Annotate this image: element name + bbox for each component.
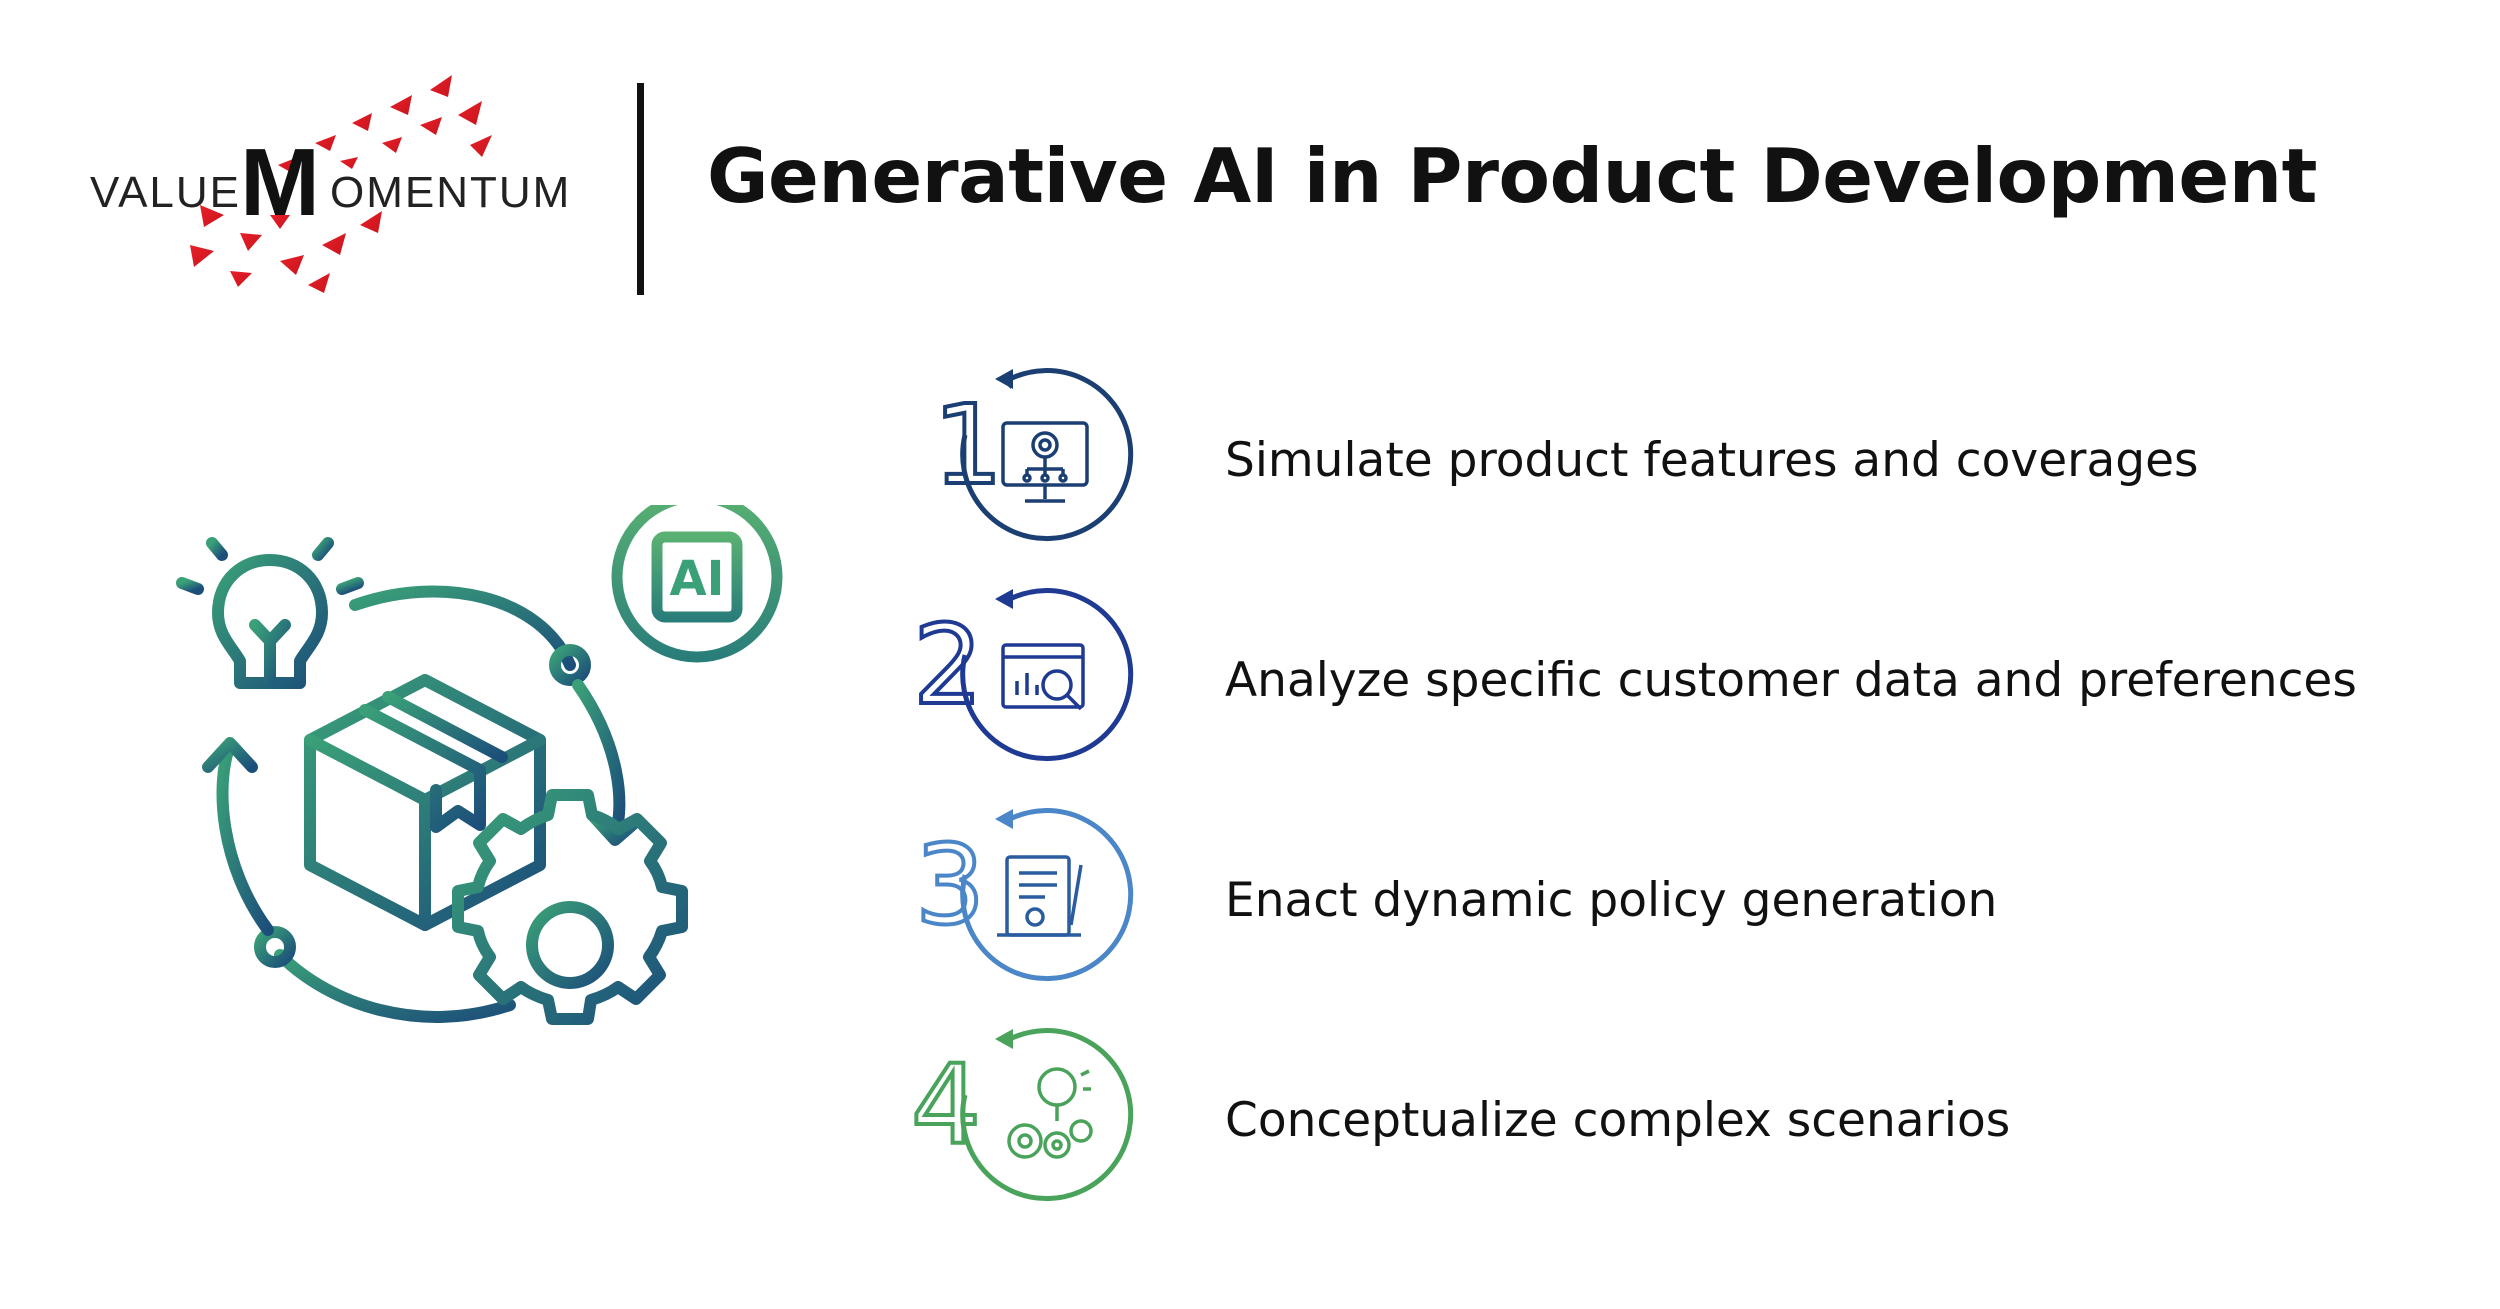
- step-2: 2 Analyze specific customer data and pre…: [895, 585, 2357, 775]
- step-3-badge: 3: [913, 808, 1134, 982]
- step-2-label: Analyze specific customer data and prefe…: [1225, 653, 2357, 708]
- valuemomentum-logo: VALUE M OMENTUM: [90, 75, 571, 293]
- step-3: 3 Enact dynamic policy generation: [895, 805, 2355, 995]
- step-1-badge: 1: [931, 368, 1134, 542]
- idea-gears-icon: [1007, 1067, 1093, 1159]
- step-2-badge: 2: [911, 588, 1134, 762]
- step-1-number: 1: [933, 381, 1003, 509]
- page-title: Generative AI in Product Development: [707, 132, 2318, 220]
- analytics-search-icon: [1001, 643, 1085, 711]
- product-cycle-illustration: AI: [176, 505, 783, 1025]
- gear-icon: [452, 789, 688, 1025]
- lightbulb-icon: [176, 509, 364, 723]
- logo-text-omentum: OMENTUM: [330, 168, 571, 217]
- step-2-number: 2: [913, 601, 983, 729]
- logo-swirl: [190, 75, 492, 293]
- step-3-label: Enact dynamic policy generation: [1225, 873, 1998, 928]
- box-icon: [304, 674, 546, 931]
- logo-text-m: M: [240, 129, 320, 236]
- monitor-gear-network-icon: [1001, 421, 1089, 503]
- header-divider: [637, 83, 644, 295]
- step-3-number: 3: [915, 821, 985, 949]
- step-1: 1 Simulate product features and coverage…: [895, 365, 2355, 555]
- step-4-number: 4: [911, 1041, 981, 1169]
- step-4-label: Conceptualize complex scenarios: [1225, 1093, 2011, 1148]
- policy-document-icon: [997, 855, 1083, 937]
- step-4: 4 Conceptualize complex scenarios: [895, 1025, 2355, 1215]
- ai-chip-icon: [611, 505, 783, 663]
- step-4-badge: 4: [909, 1028, 1134, 1202]
- step-1-label: Simulate product features and coverages: [1225, 433, 2199, 488]
- logo-text-value: VALUE: [90, 168, 241, 217]
- ai-chip-label: AI: [669, 551, 724, 607]
